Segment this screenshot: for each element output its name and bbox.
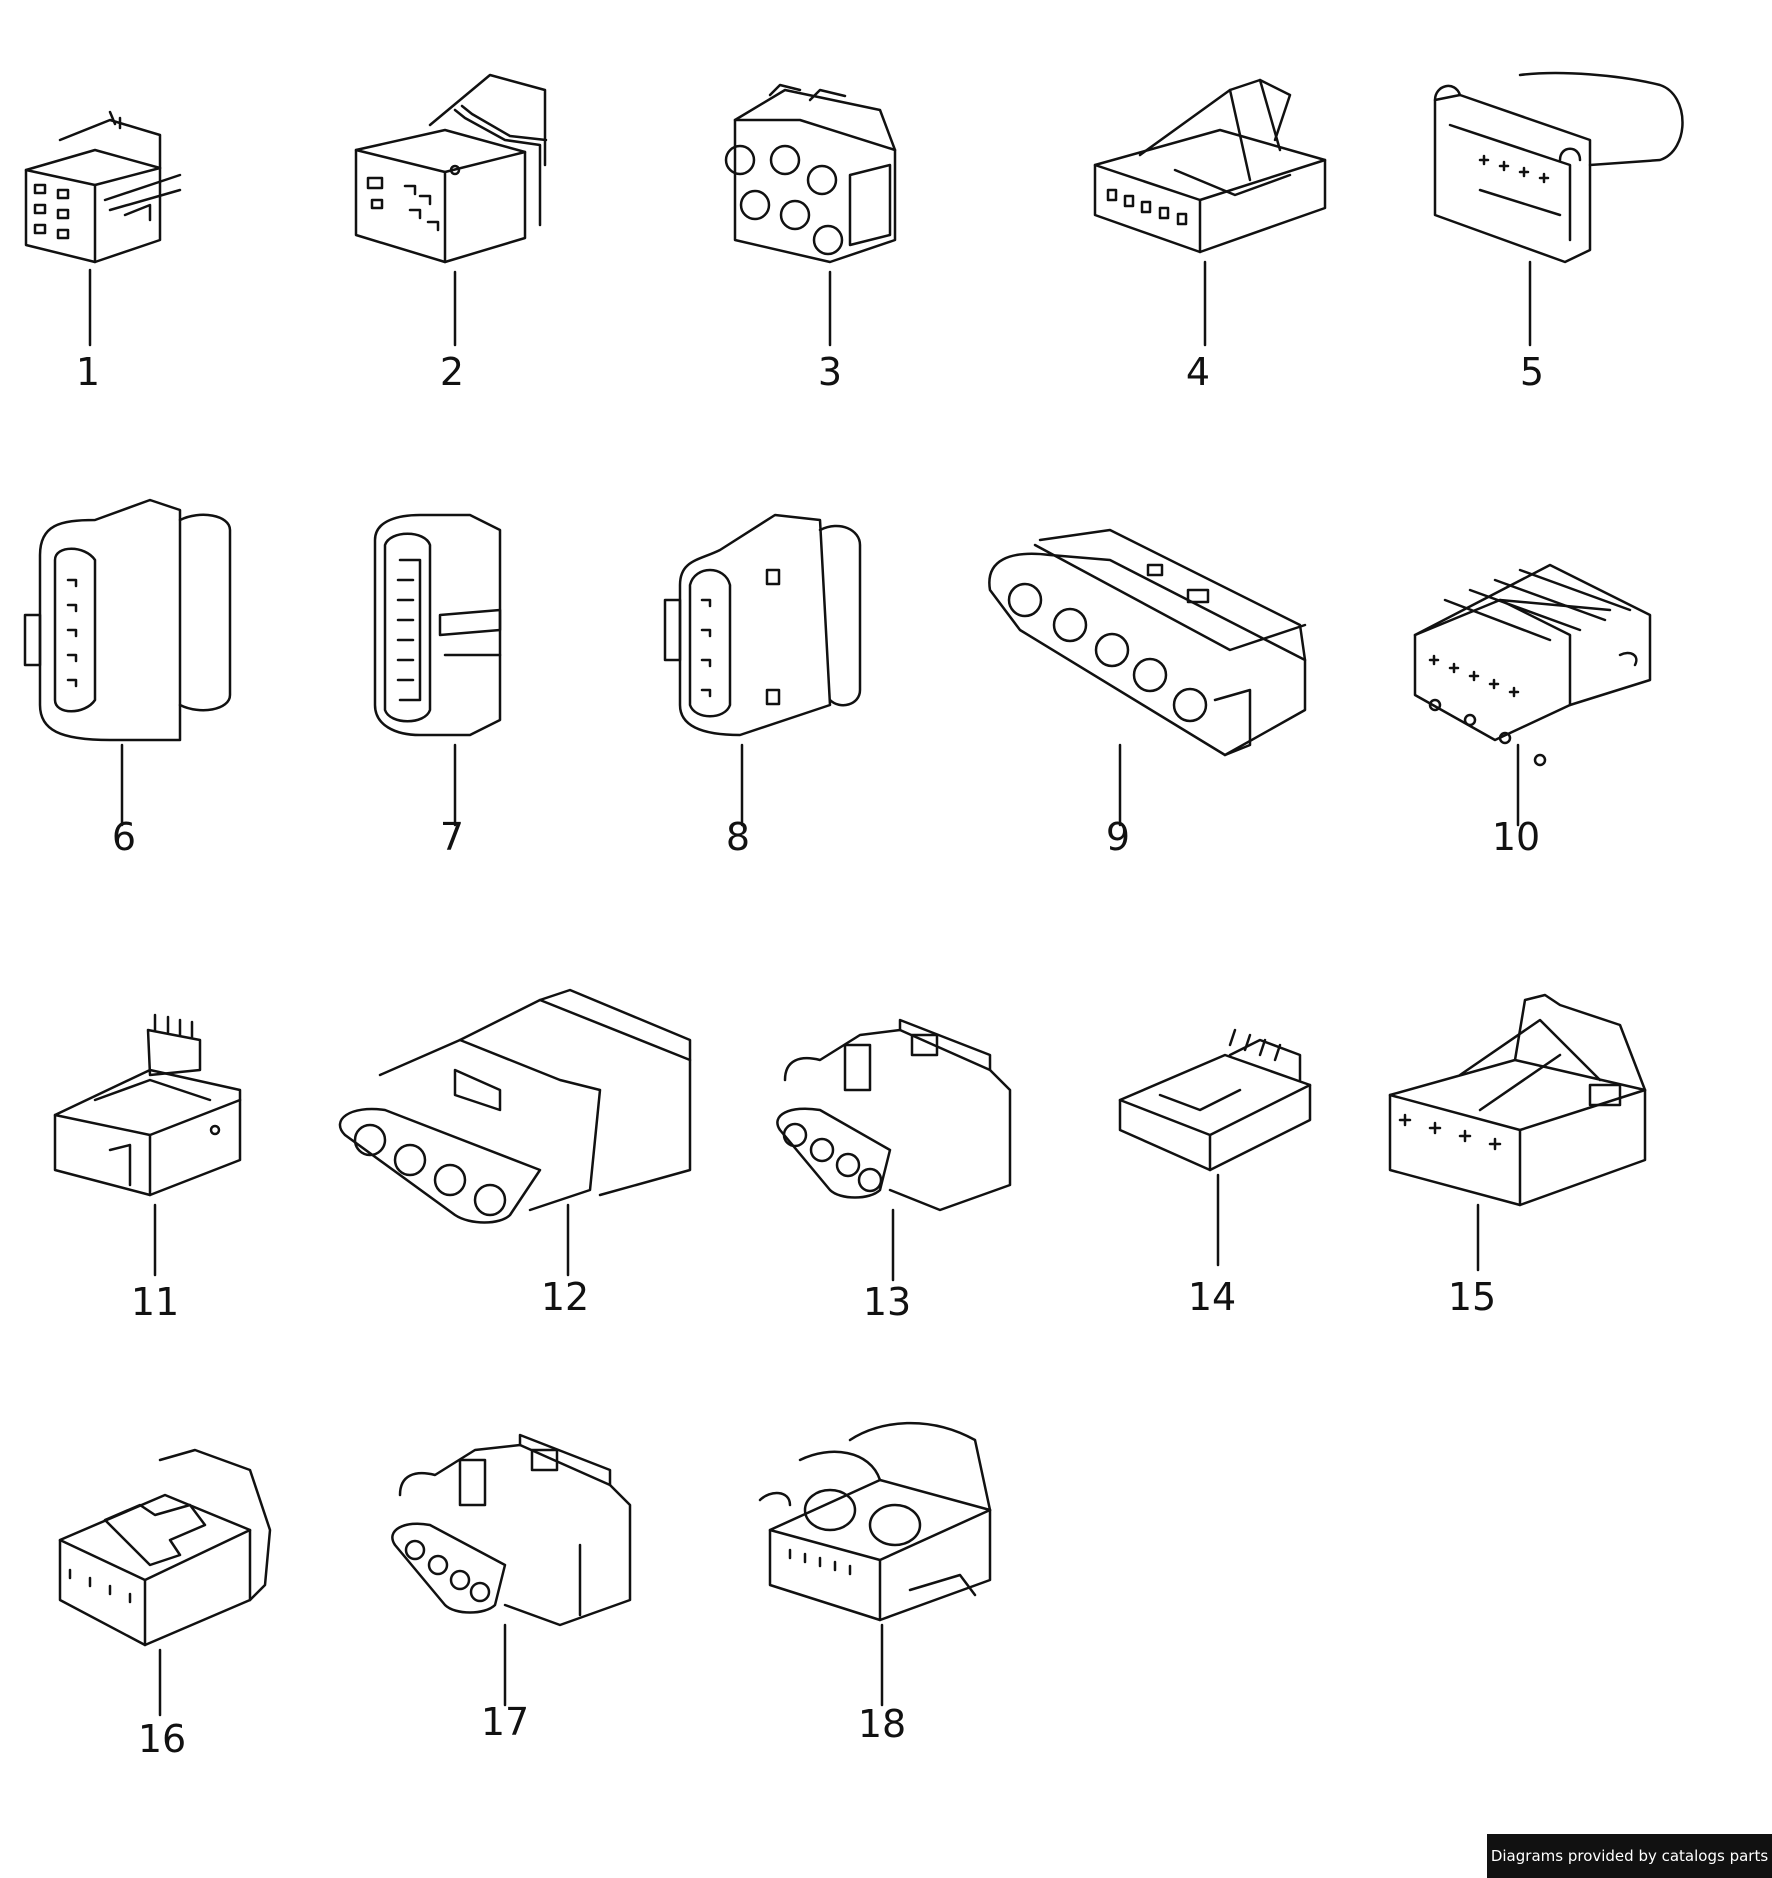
part-number: 7 <box>440 815 464 859</box>
part-number: 12 <box>541 1275 589 1319</box>
connector-15-drawing <box>1388 993 1647 1272</box>
connector-8-drawing <box>663 513 862 827</box>
connector-16-drawing <box>58 1448 272 1717</box>
connector-11-drawing <box>53 1013 242 1277</box>
connector-10-drawing <box>1413 563 1652 827</box>
part-number: 1 <box>76 350 100 394</box>
connector-2-drawing <box>354 73 548 347</box>
part-number: 14 <box>1188 1275 1236 1319</box>
connector-3-drawing <box>724 83 897 347</box>
connector-18-drawing <box>758 1421 992 1707</box>
connector-13-drawing <box>776 1018 1012 1282</box>
part-number: 11 <box>131 1280 179 1324</box>
part-number: 4 <box>1186 350 1210 394</box>
part-number: 18 <box>858 1702 906 1746</box>
connector-9-drawing <box>988 528 1307 827</box>
connector-1-drawing <box>24 110 182 347</box>
part-number: 5 <box>1520 350 1544 394</box>
part-number: 13 <box>863 1280 911 1324</box>
part-number: 6 <box>112 815 136 859</box>
connector-14-drawing <box>1118 1028 1312 1267</box>
connector-4-drawing <box>1093 78 1327 347</box>
part-number: 10 <box>1492 815 1540 859</box>
connector-17-drawing <box>391 1433 632 1707</box>
connector-7-drawing <box>373 513 502 827</box>
part-number: 2 <box>440 350 464 394</box>
connector-6-drawing <box>23 498 232 827</box>
credit-badge: Diagrams provided by catalogs parts <box>1487 1834 1772 1878</box>
part-number: 8 <box>726 815 750 859</box>
part-number: 3 <box>818 350 842 394</box>
part-number: 15 <box>1448 1275 1496 1319</box>
connector-5-drawing <box>1433 71 1684 347</box>
part-number: 9 <box>1106 815 1130 859</box>
part-number: 17 <box>481 1700 529 1744</box>
part-number: 16 <box>138 1717 186 1761</box>
connector-12-drawing <box>338 988 692 1277</box>
